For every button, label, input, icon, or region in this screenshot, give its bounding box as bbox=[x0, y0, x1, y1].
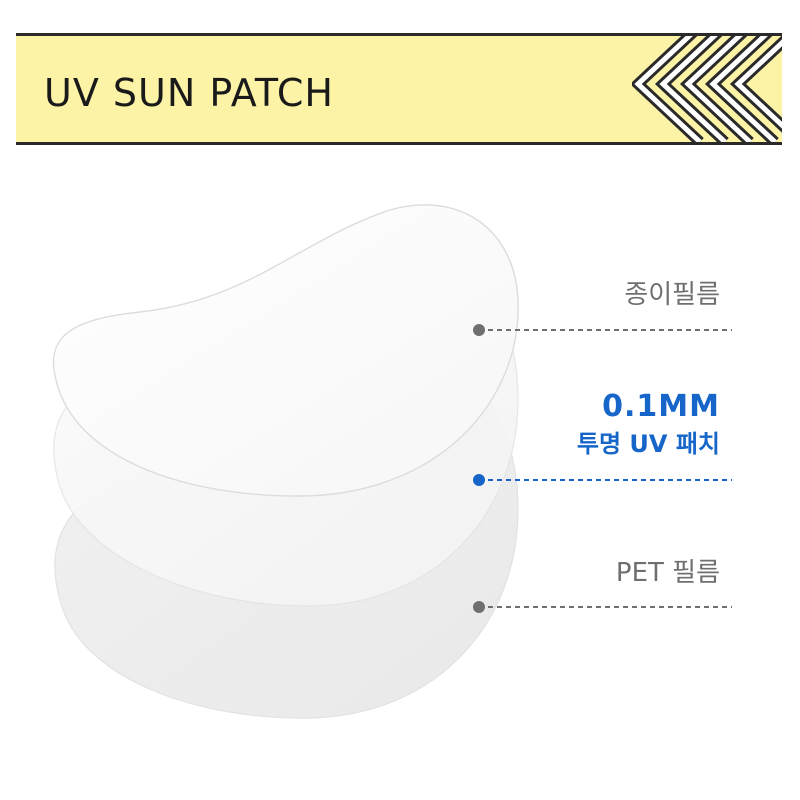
paper-film-marker bbox=[473, 324, 485, 336]
uv-patch-name-label: 투명 UV 패치 bbox=[576, 430, 720, 458]
uv-patch-marker bbox=[473, 474, 485, 486]
chevron-decoration-icon bbox=[632, 36, 782, 142]
paper-film-label: 종이필름 bbox=[624, 280, 720, 310]
header-banner: UV SUN PATCH bbox=[16, 33, 782, 145]
pet-film-label: PET 필름 bbox=[615, 558, 720, 588]
page-title: UV SUN PATCH bbox=[44, 71, 334, 115]
pet-film-marker bbox=[473, 601, 485, 613]
paper-film-layer bbox=[52, 204, 519, 497]
uv-patch-thickness-label: 0.1MM bbox=[602, 389, 720, 424]
